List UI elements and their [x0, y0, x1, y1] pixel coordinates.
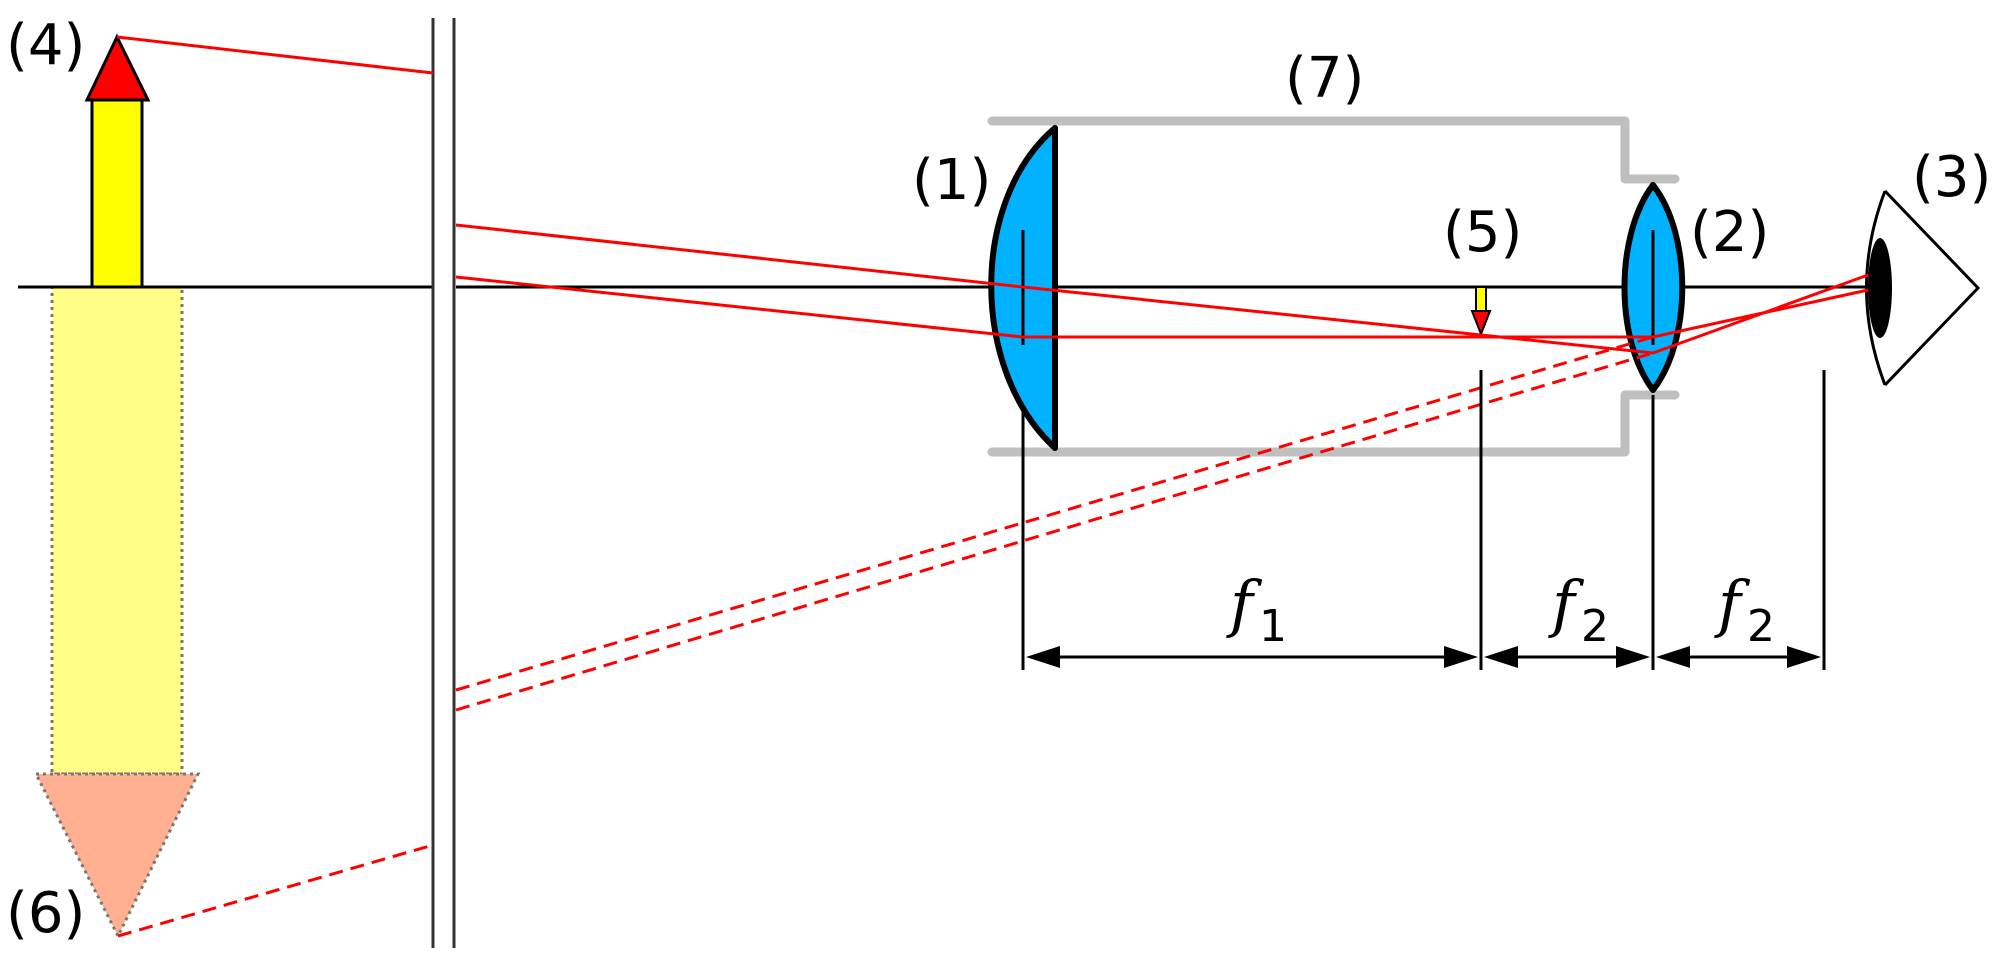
- eye-icon: [1865, 189, 1981, 387]
- dimension-f1: [1026, 646, 1478, 668]
- label-f1-symbol: f: [1226, 567, 1263, 640]
- label-real-image: (5): [1443, 200, 1522, 265]
- eyepiece-lens: [1621, 182, 1686, 393]
- telescope-tube: [987, 116, 1680, 457]
- label-eyepiece-lens: (2): [1690, 200, 1769, 265]
- dimension-f2-first: [1484, 646, 1650, 668]
- dimension-f2-second: [1656, 646, 1821, 668]
- label-f1-subscript: 1: [1259, 601, 1287, 652]
- label-f2-second-symbol: f: [1714, 567, 1751, 640]
- light-rays: [116, 35, 1869, 355]
- label-tube: (7): [1285, 46, 1364, 111]
- virtual-rays: [117, 335, 1654, 938]
- label-f2-first-symbol: f: [1548, 567, 1585, 640]
- object-arrow: [84, 33, 151, 289]
- label-virtual-image: (6): [6, 881, 85, 946]
- label-eye: (3): [1912, 145, 1991, 210]
- dimension-guides: [1021, 370, 1826, 670]
- label-f2-first-subscript: 2: [1581, 601, 1609, 652]
- virtual-image-arrow: [33, 285, 201, 940]
- real-image-arrow: [1470, 286, 1492, 337]
- label-f2-second-subscript: 2: [1747, 601, 1775, 652]
- label-objective-lens: (1): [912, 148, 991, 213]
- label-object: (4): [6, 13, 85, 78]
- scale-break: [431, 18, 456, 948]
